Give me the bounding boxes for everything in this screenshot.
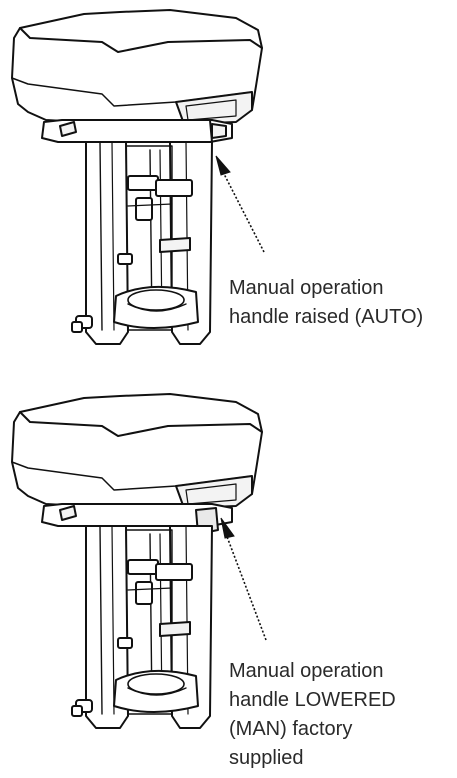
caption-manual: Manual operation handle LOWERED (MAN) fa…	[229, 657, 396, 773]
actuator-cover-top	[11, 9, 263, 125]
caption-manual-line-3: (MAN) factory	[229, 718, 353, 740]
pointer-arrowhead-auto	[215, 155, 231, 176]
actuator-drawing-auto	[11, 9, 265, 345]
caption-auto-line-2: handle raised (AUTO)	[229, 306, 424, 328]
pointer-line-manual	[225, 533, 267, 641]
caption-manual-line-1: Manual operation	[229, 660, 384, 682]
caption-auto: Manual operation handle raised (AUTO)	[229, 274, 423, 332]
pointer-line-auto	[221, 169, 265, 253]
caption-manual-line-4: supplied	[229, 747, 304, 769]
actuator-cover-bottom	[11, 393, 263, 509]
caption-auto-line-1: Manual operation	[229, 277, 384, 299]
caption-manual-line-2: handle LOWERED	[229, 689, 396, 711]
pointer-arrowhead-manual	[220, 517, 235, 539]
actuator-column-left	[85, 141, 129, 345]
